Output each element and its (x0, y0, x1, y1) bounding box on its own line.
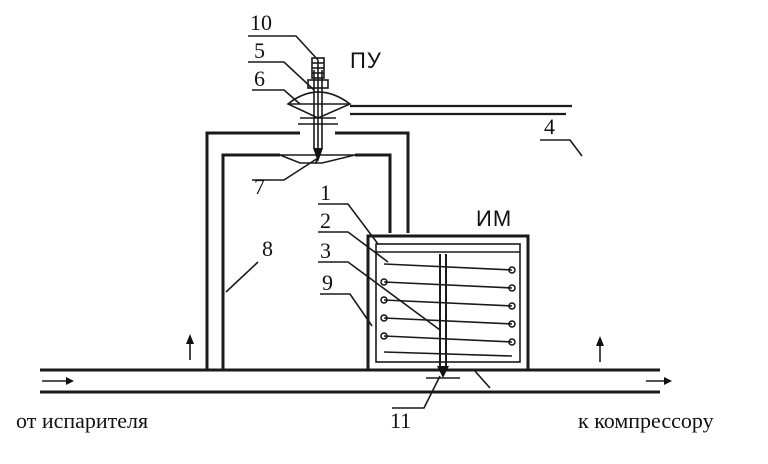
label-10: 10 (250, 10, 272, 35)
label-im: ИМ (476, 206, 512, 231)
flow-arrow-right (646, 377, 672, 385)
label-2: 2 (320, 208, 331, 233)
executive-mechanism-im (366, 234, 530, 389)
flow-arrow-left (42, 377, 74, 385)
label-5: 5 (254, 38, 265, 63)
label-8: 8 (262, 236, 273, 261)
bypass-pipe-8 (205, 131, 410, 370)
flow-arrow-up-left (186, 334, 194, 360)
label-11: 11 (390, 408, 411, 433)
leader-lines (225, 35, 583, 409)
label-from-evaporator: от испарителя (16, 408, 148, 433)
label-4: 4 (544, 114, 555, 139)
main-pipe (40, 368, 660, 394)
label-9: 9 (322, 270, 333, 295)
label-pu: ПУ (350, 48, 382, 73)
label-1: 1 (320, 180, 331, 205)
flow-arrow-up-right (596, 336, 604, 362)
bellows-2 (380, 263, 516, 357)
control-valve-pu (279, 57, 356, 164)
label-3: 3 (320, 238, 331, 263)
label-6: 6 (254, 66, 265, 91)
label-to-compressor: к компрессору (578, 408, 714, 433)
label-7: 7 (254, 174, 265, 199)
impulse-tube-4 (350, 104, 572, 116)
